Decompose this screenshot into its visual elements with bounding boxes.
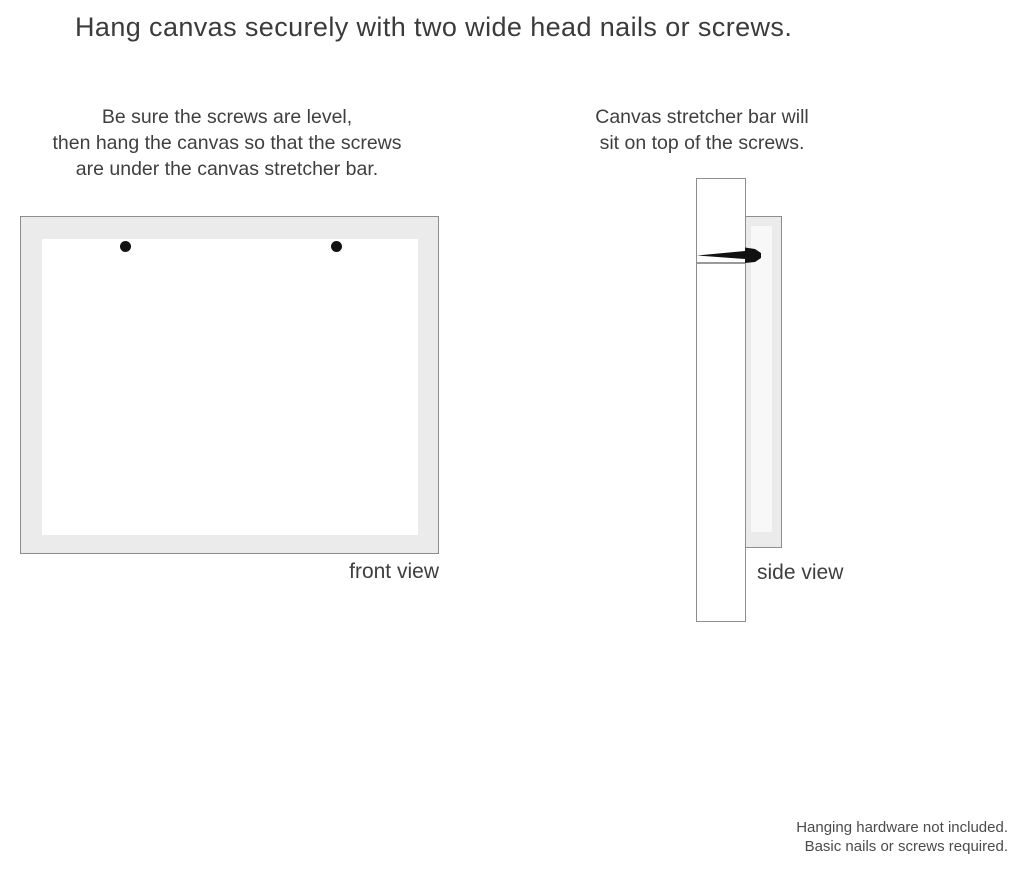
- front-instruction-line-2: then hang the canvas so that the screws: [52, 132, 402, 154]
- canvas-inner-area: [42, 239, 418, 535]
- front-instruction-line-3: are under the canvas stretcher bar.: [75, 158, 379, 180]
- right-nail-dot-icon: [331, 241, 342, 252]
- side-instruction-line-1: Canvas stretcher bar will: [595, 106, 809, 128]
- nail-rest-line: [697, 262, 745, 264]
- left-nail-dot-icon: [120, 241, 131, 252]
- hardware-footnote: Hanging hardware not included. Basic nai…: [796, 818, 1008, 856]
- footnote-line-1: Hanging hardware not included.: [796, 819, 1008, 836]
- side-instruction-line-2: sit on top of the screws.: [599, 132, 805, 154]
- side-view-canvas-profile: [745, 216, 782, 548]
- side-view-instruction-text: Canvas stretcher bar will sit on top of …: [558, 104, 846, 156]
- side-canvas-inner-area: [751, 226, 772, 532]
- nail-icon: [697, 247, 761, 263]
- front-view-instruction-text: Be sure the screws are level, then hang …: [18, 104, 436, 182]
- front-instruction-line-1: Be sure the screws are level,: [101, 106, 353, 128]
- page-title: Hang canvas securely with two wide head …: [75, 12, 793, 42]
- front-view-label: front view: [349, 560, 439, 583]
- footnote-line-2: Basic nails or screws required.: [804, 838, 1008, 855]
- side-view-label: side view: [757, 561, 844, 584]
- front-view-canvas-diagram: [20, 216, 439, 554]
